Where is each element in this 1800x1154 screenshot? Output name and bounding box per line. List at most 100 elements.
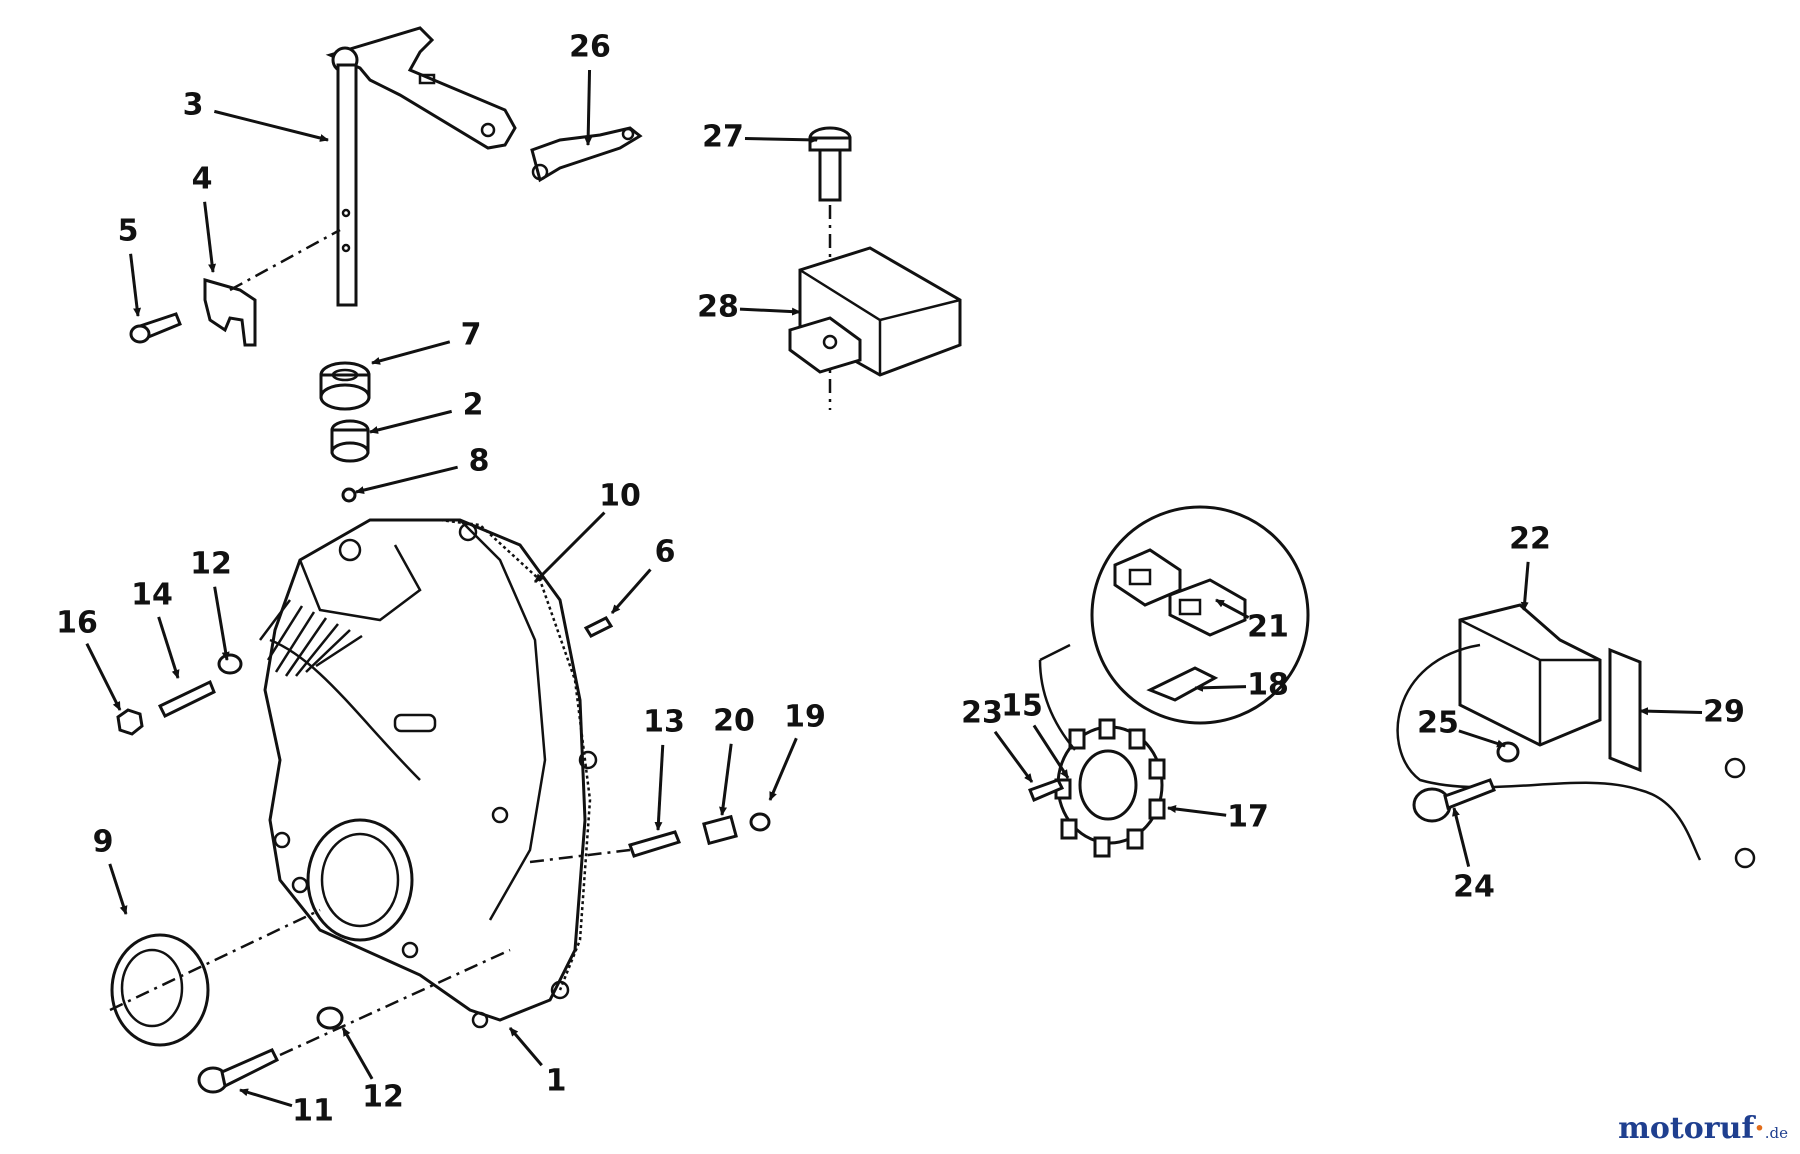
ball-part: [341, 487, 357, 503]
callout-29: 29: [1639, 695, 1745, 730]
gasket-part: [439, 518, 592, 991]
callout-leader-arrow: [371, 340, 451, 365]
callout-layer: 1234567891011121213141516171819202122232…: [56, 30, 1745, 1129]
callout-label: 2: [463, 388, 484, 423]
callout-leader-arrow: [610, 568, 652, 614]
callout-label: 12: [190, 547, 232, 582]
callout-25: 25: [1417, 706, 1506, 748]
callout-16: 16: [56, 606, 122, 711]
callout-21: 21: [1215, 598, 1289, 645]
callout-6: 6: [610, 535, 675, 614]
callout-label: 22: [1509, 522, 1551, 557]
dowel-pin-part: [583, 616, 614, 638]
nut-part: [116, 708, 144, 736]
callout-label: 26: [569, 30, 611, 65]
callout-label: 7: [461, 318, 482, 353]
callout-label: 1: [546, 1064, 567, 1099]
callout-label: 4: [192, 162, 213, 197]
watermark-brand: motoruf: [1618, 1111, 1755, 1146]
stator-part: [1038, 643, 1166, 858]
callout-14: 14: [131, 578, 180, 679]
governor-shaft-part: [325, 26, 517, 307]
oil-seal-part: [109, 908, 321, 1047]
callout-label: 23: [961, 696, 1003, 731]
callout-leader-arrow: [739, 307, 801, 316]
mounting-plate-part: [1608, 647, 1642, 773]
callout-label: 25: [1417, 706, 1459, 741]
callout-leader-arrow: [744, 135, 818, 144]
callout-12: 12: [341, 1027, 404, 1115]
callout-19: 19: [768, 700, 826, 801]
bolt-part: [197, 948, 511, 1094]
callout-leader-arrow: [993, 730, 1034, 783]
callout-leader-arrow: [584, 69, 593, 146]
ignition-module-part: [788, 246, 962, 377]
callout-leader-arrow: [1458, 729, 1506, 748]
callout-label: 29: [1703, 695, 1745, 730]
callout-label: 28: [697, 290, 739, 325]
ground-lead-part: [1396, 643, 1702, 861]
callout-label: 17: [1227, 800, 1269, 835]
callout-label: 11: [292, 1094, 334, 1129]
callout-label: 19: [784, 700, 826, 735]
rectifier-washer-part: [1496, 741, 1520, 763]
callout-label: 8: [469, 444, 490, 479]
callout-4: 4: [192, 162, 217, 273]
callout-leader-arrow: [85, 643, 122, 711]
callout-leader-arrow: [533, 511, 606, 584]
watermark: motoruf·.de: [1618, 1111, 1788, 1146]
callout-leader-arrow: [1167, 805, 1227, 817]
callout-leader-arrow: [768, 737, 798, 801]
callout-8: 8: [355, 444, 490, 494]
washer-part: [316, 1006, 344, 1030]
callout-10: 10: [533, 479, 641, 584]
callout-label: 5: [118, 214, 139, 249]
rectifier-bolt-part: [1412, 778, 1496, 823]
wire-connector-part: [530, 126, 643, 183]
callout-leader-arrow: [108, 863, 128, 915]
callout-leader-arrow: [213, 586, 230, 661]
callout-label: 20: [713, 704, 755, 739]
callout-label: 12: [362, 1080, 404, 1115]
callout-leader-arrow: [213, 109, 329, 142]
callout-label: 10: [599, 479, 641, 514]
callout-label: 14: [131, 578, 173, 613]
callout-leader-arrow: [355, 465, 458, 494]
rectifier-part: [1458, 603, 1602, 747]
callout-leader-arrow: [203, 201, 217, 273]
stud-part: [157, 679, 216, 719]
bracket-part: [203, 228, 341, 347]
callout-leader-arrow: [239, 1088, 293, 1108]
watermark-dot: ·: [1754, 1111, 1765, 1146]
retaining-ring-part: [749, 812, 771, 832]
callout-label: 3: [183, 88, 204, 123]
terminal-detail-circle: [1090, 505, 1310, 725]
callout-5: 5: [118, 214, 142, 317]
callout-label: 9: [93, 825, 114, 860]
callout-label: 15: [1001, 689, 1043, 724]
callout-leader-arrow: [508, 1027, 543, 1067]
callout-22: 22: [1509, 522, 1551, 611]
callout-15: 15: [1001, 689, 1070, 779]
callout-18: 18: [1194, 668, 1289, 703]
callout-leader-arrow: [1639, 707, 1703, 716]
watermark-tld: .de: [1764, 1124, 1788, 1142]
callout-label: 16: [56, 606, 98, 641]
callout-label: 24: [1453, 870, 1495, 905]
callout-11: 11: [239, 1088, 334, 1129]
callout-leader-arrow: [369, 409, 453, 434]
callout-2: 2: [369, 388, 484, 434]
plug-part: [702, 814, 738, 846]
stator-screw-part: [1028, 778, 1065, 802]
callout-label: 21: [1247, 610, 1289, 645]
callout-12: 12: [190, 547, 232, 661]
screw-part: [129, 312, 182, 344]
bearing-part: [330, 419, 370, 463]
callout-3: 3: [183, 88, 329, 142]
bushing-part: [319, 361, 371, 411]
callout-24: 24: [1452, 807, 1495, 905]
callout-label: 27: [702, 120, 744, 155]
crankcase-cover-part: [259, 518, 598, 1029]
callout-leader-arrow: [719, 743, 733, 816]
